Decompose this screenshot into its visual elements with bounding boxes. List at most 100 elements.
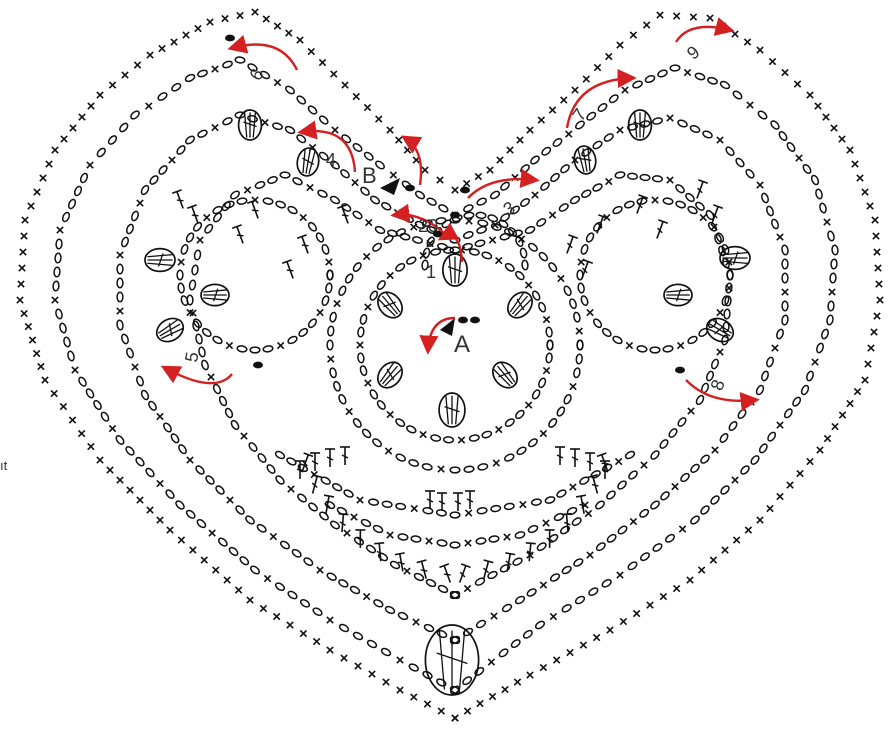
- single-crochet-stitch: ×: [494, 253, 503, 270]
- chain-stitch: [477, 463, 488, 471]
- chain-stitch: [85, 388, 95, 399]
- chain-stitch: [781, 315, 788, 325]
- chain-stitch: [652, 117, 663, 125]
- single-crochet-stitch: ×: [766, 500, 775, 517]
- single-crochet-stitch: ×: [188, 542, 197, 559]
- single-crochet-stitch: ×: [182, 27, 191, 44]
- chain-stitch: [778, 130, 788, 141]
- chain-stitch: [54, 267, 60, 277]
- chain-stitch: [437, 584, 448, 593]
- chain-stitch: [659, 438, 670, 449]
- chain-stitch: [332, 482, 343, 492]
- chain-stitch: [481, 430, 492, 439]
- single-crochet-stitch: ×: [586, 305, 595, 322]
- chain-stitch: [767, 431, 777, 442]
- single-crochet-stitch: ×: [592, 630, 601, 647]
- chain-stitch: [318, 511, 329, 522]
- single-crochet-stitch: ×: [352, 88, 361, 105]
- single-crochet-stitch: ×: [340, 650, 349, 667]
- chain-stitch: [366, 639, 377, 649]
- single-crochet-stitch: ×: [831, 419, 840, 436]
- puff-cluster: [145, 249, 175, 272]
- single-crochet-stitch: ×: [170, 34, 179, 51]
- chain-stitch: [581, 189, 592, 199]
- chain-stitch: [67, 198, 76, 209]
- chain-stitch: [601, 578, 612, 588]
- chain-stitch: [185, 232, 195, 243]
- single-crochet-stitch: ×: [518, 496, 527, 513]
- chain-stitch: [650, 347, 660, 353]
- single-crochet-stitch: ×: [569, 378, 578, 395]
- chain-stitch: [776, 329, 785, 340]
- single-crochet-stitch: ×: [506, 142, 515, 159]
- chain-stitch: [500, 233, 511, 241]
- chain-stitch: [374, 225, 385, 234]
- chain-stitch: [520, 248, 528, 259]
- chain-stitch: [592, 183, 603, 193]
- chain-stitch: [194, 250, 201, 260]
- chain-stitch: [498, 648, 509, 658]
- chain-stitch: [580, 244, 589, 255]
- single-crochet-stitch: ×: [873, 308, 882, 325]
- slip-stitch: [405, 185, 415, 192]
- single-crochet-stitch: ×: [16, 292, 25, 309]
- single-crochet-stitch: ×: [838, 407, 847, 424]
- double-crochet-stitch: [232, 225, 248, 245]
- single-crochet-stitch: ×: [106, 462, 115, 479]
- chain-stitch: [389, 560, 400, 570]
- single-crochet-stitch: ×: [526, 667, 535, 684]
- chain-stitch: [352, 417, 363, 428]
- single-crochet-stitch: ×: [276, 337, 285, 354]
- double-crochet-stitch: [425, 491, 435, 509]
- single-crochet-stitch: ×: [556, 270, 565, 287]
- single-crochet-stitch: ×: [412, 614, 421, 631]
- single-crochet-stitch: ×: [364, 215, 373, 232]
- single-crochet-stitch: ×: [286, 617, 295, 634]
- single-crochet-stitch: ×: [756, 42, 765, 59]
- chain-stitch: [612, 335, 623, 345]
- chain-stitch: [476, 537, 486, 544]
- single-crochet-stitch: ×: [384, 443, 393, 460]
- chain-stitch: [680, 472, 691, 483]
- chain-stitch: [827, 231, 835, 242]
- chain-stitch: [501, 603, 512, 613]
- chain-stitch: [573, 312, 581, 323]
- double-crochet-stitch: [479, 560, 493, 580]
- chain-stitch: [280, 172, 290, 178]
- single-crochet-stitch: ×: [490, 608, 499, 625]
- chain-stitch: [266, 463, 277, 474]
- single-crochet-stitch: ×: [451, 182, 460, 199]
- chain-stitch: [504, 262, 515, 272]
- chain-stitch: [185, 509, 196, 520]
- chain-stitch: [627, 470, 638, 481]
- chain-stitch: [519, 197, 530, 207]
- chain-stitch: [592, 140, 603, 150]
- double-crochet-stitch: [282, 260, 298, 280]
- single-crochet-stitch: ×: [206, 14, 215, 31]
- chain-stitch: [650, 450, 661, 461]
- chain-stitch: [149, 174, 160, 185]
- single-crochet-stitch: ×: [144, 98, 153, 115]
- chain-stitch: [477, 219, 488, 227]
- single-crochet-stitch: ×: [776, 417, 785, 434]
- chain-stitch: [816, 343, 825, 354]
- chain-stitch: [588, 587, 599, 597]
- chain-stitch: [184, 73, 195, 83]
- double-crochet-stitch: [172, 190, 188, 210]
- single-crochet-stitch: ×: [356, 337, 365, 354]
- chain-stitch: [571, 517, 582, 527]
- single-crochet-stitch: ×: [564, 126, 573, 143]
- chain-stitch: [263, 197, 273, 204]
- chain-stitch: [515, 531, 526, 539]
- chain-stitch: [663, 197, 673, 204]
- single-crochet-stitch: ×: [326, 612, 335, 629]
- single-crochet-stitch: ×: [343, 525, 352, 542]
- single-crochet-stitch: ×: [524, 277, 533, 294]
- chain-stitch: [561, 565, 572, 575]
- chain-stitch: [556, 489, 567, 499]
- chain-stitch: [766, 357, 775, 368]
- chain-stitch: [559, 525, 570, 535]
- single-crochet-stitch: ×: [501, 681, 510, 698]
- double-crochet-stitch: [374, 543, 386, 562]
- chain-stitch: [135, 456, 146, 467]
